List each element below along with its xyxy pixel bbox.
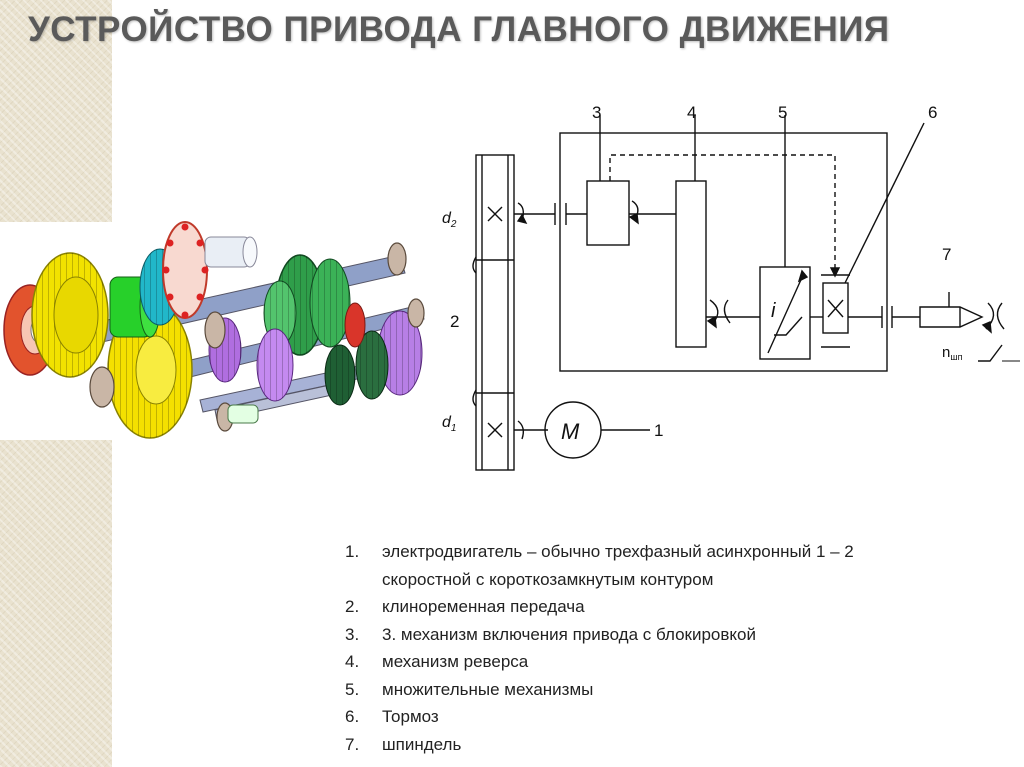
purple-gear-cluster xyxy=(208,310,423,402)
label-d1: d1 xyxy=(442,414,456,434)
label-d2: d2 xyxy=(442,210,457,230)
callout-2: 2 xyxy=(450,312,459,331)
legend-item-5: 5. множительные механизмы xyxy=(345,679,594,699)
legend-list: 1. электродвигатель – обычно трехфазный … xyxy=(345,538,1005,758)
motor-label: M xyxy=(561,419,580,444)
dark-gear-cluster xyxy=(324,330,389,406)
legend-item-1: 1. электродвигатель – обычно трехфазный … xyxy=(345,542,854,589)
brake-6-box xyxy=(822,282,849,334)
kinematic-schematic: 3 4 5 6 7 2 1 d2 d1 M i nшп xyxy=(442,103,1020,471)
callout-7: 7 xyxy=(942,245,951,264)
legend-item-4: 4. механизм реверса xyxy=(345,652,529,671)
top-shaft-end xyxy=(204,236,258,268)
gearbox-illustration xyxy=(3,221,425,439)
callout-5: 5 xyxy=(778,103,787,122)
page-title: УСТРОЙСТВО ПРИВОДА ГЛАВНОГО ДВИЖЕНИЯ xyxy=(28,10,890,49)
clutch-disc xyxy=(162,221,209,319)
spindle-speed-label: nшп xyxy=(942,344,963,362)
ratio-label: i xyxy=(771,300,776,322)
housing-frame xyxy=(559,132,888,372)
legend-item-1-line-1: электродвигатель – обычно трехфазный аси… xyxy=(382,542,854,561)
yellow-gear-large xyxy=(31,252,109,378)
multiplier-5-box xyxy=(759,266,811,360)
legend-item-1-line-2: скоростной с короткозамкнутым контуром xyxy=(382,569,714,589)
mechanism-3-box xyxy=(586,180,630,246)
callout-1: 1 xyxy=(654,421,663,440)
legend-item-3: 3. 3. механизм включения привода с блоки… xyxy=(345,624,756,644)
callout-4: 4 xyxy=(687,103,696,122)
callout-3: 3 xyxy=(592,103,601,122)
front-shaft-end xyxy=(227,404,259,424)
mechanism-4-box xyxy=(675,180,707,348)
callout-6: 6 xyxy=(928,103,937,122)
spindle-shape xyxy=(919,306,984,328)
green-gear-cluster xyxy=(263,254,351,356)
belt-transmission xyxy=(472,154,515,471)
legend-item-2: 2. клиноременная передача xyxy=(345,597,585,616)
legend-item-6: 6. Тормоз xyxy=(345,707,439,726)
red-small-gear xyxy=(344,302,366,348)
legend-item-7: 7. шпиндель xyxy=(345,734,462,754)
